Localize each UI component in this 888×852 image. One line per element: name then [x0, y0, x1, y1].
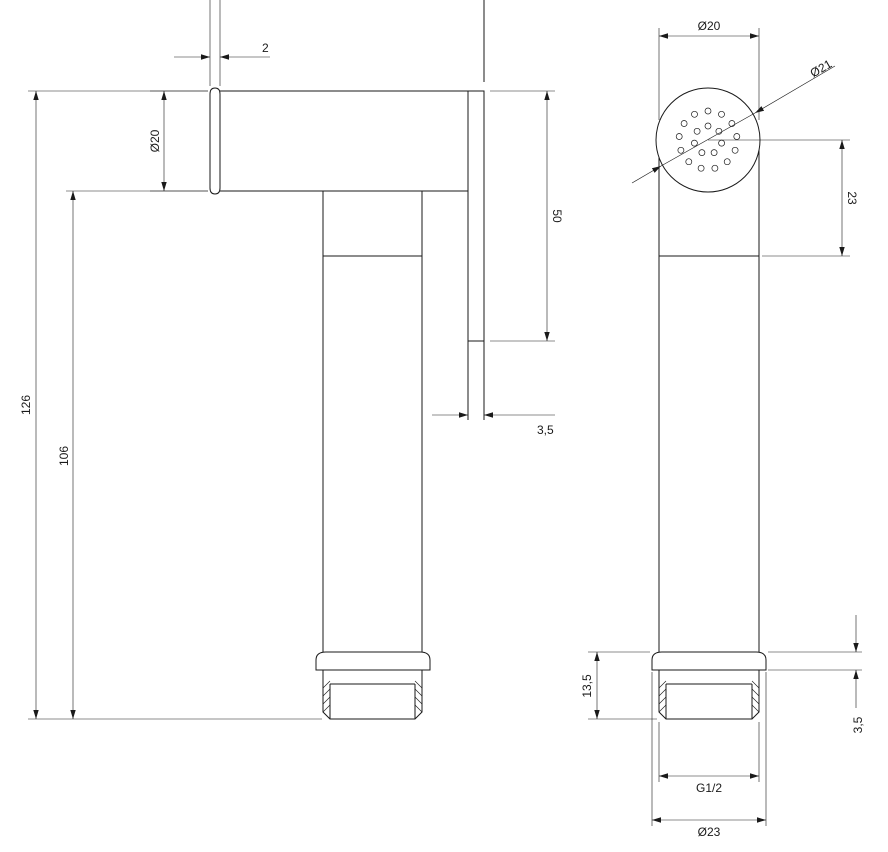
- spray-hole: [733, 133, 741, 140]
- spray-hole: [697, 164, 705, 172]
- dim-front-thread: G1/2: [658, 722, 760, 795]
- spray-hole: [704, 107, 712, 115]
- spray-hole: [718, 110, 725, 118]
- side-thread-hatch-left: [322, 680, 331, 713]
- spray-hole: [728, 120, 736, 127]
- dim-side-total: 126: [19, 90, 322, 720]
- dim-side-plate-height: 50: [490, 90, 564, 342]
- dim-front-base-width-label: Ø23: [698, 825, 721, 839]
- spray-hole: [693, 127, 701, 135]
- spray-hole: [711, 164, 719, 172]
- dim-front-base-width: Ø23: [651, 672, 767, 839]
- dim-front-base-height-label: 13,5: [580, 674, 594, 698]
- side-spout: [209, 87, 468, 195]
- dim-front-base-offset-label: 3,5: [851, 716, 865, 733]
- dim-side-spout: Ø20: [148, 90, 208, 192]
- front-thread-hatch-left: [658, 680, 667, 713]
- side-base: [315, 651, 431, 720]
- side-body: [322, 191, 423, 652]
- spray-hole: [691, 139, 698, 147]
- spray-hole: [698, 149, 706, 156]
- dim-side-wall: 2: [174, 0, 270, 86]
- dim-front-head-height: 23: [708, 139, 859, 257]
- front-view: Ø20 Ø21 23 13,5 3,5: [580, 19, 865, 839]
- dim-side-body: 106: [57, 190, 208, 719]
- spray-hole: [675, 133, 683, 140]
- dim-side-total-label: 126: [19, 395, 33, 415]
- dim-front-base-height: 13,5: [580, 651, 657, 720]
- spray-hole: [691, 110, 698, 118]
- dim-side-plate-thickness: 3,5: [432, 412, 555, 437]
- dim-front-spray-label: Ø21: [808, 57, 835, 81]
- dim-side-plate-thickness-label: 3,5: [537, 423, 554, 437]
- front-base: [651, 651, 767, 720]
- dim-front-head-height-label: 23: [845, 191, 859, 205]
- spray-hole: [685, 158, 693, 166]
- front-body: [658, 140, 760, 652]
- dim-front-thread-label: G1/2: [696, 781, 722, 795]
- spray-hole: [704, 122, 712, 130]
- spray-holes: [675, 107, 741, 172]
- dim-side-plate-height-label: 50: [550, 209, 564, 223]
- spray-hole: [718, 139, 725, 147]
- dim-side-spout-label: Ø20: [148, 129, 162, 152]
- side-plate: [467, 0, 485, 420]
- front-thread-hatch-right: [751, 680, 760, 713]
- side-thread-hatch-right: [414, 680, 423, 713]
- spray-hole: [723, 158, 731, 166]
- dim-side-wall-label: 2: [262, 41, 269, 55]
- spray-hole: [710, 149, 718, 156]
- dim-side-body-label: 106: [57, 446, 71, 466]
- dim-front-base-offset: 3,5: [768, 615, 865, 733]
- side-view: 2 Ø20 126 106 50: [19, 0, 564, 720]
- spray-hole: [731, 146, 739, 154]
- spray-hole: [677, 146, 685, 154]
- dim-front-head-width-label: Ø20: [698, 19, 721, 33]
- dim-front-head-width: Ø20: [658, 19, 760, 120]
- spray-hole: [680, 120, 688, 127]
